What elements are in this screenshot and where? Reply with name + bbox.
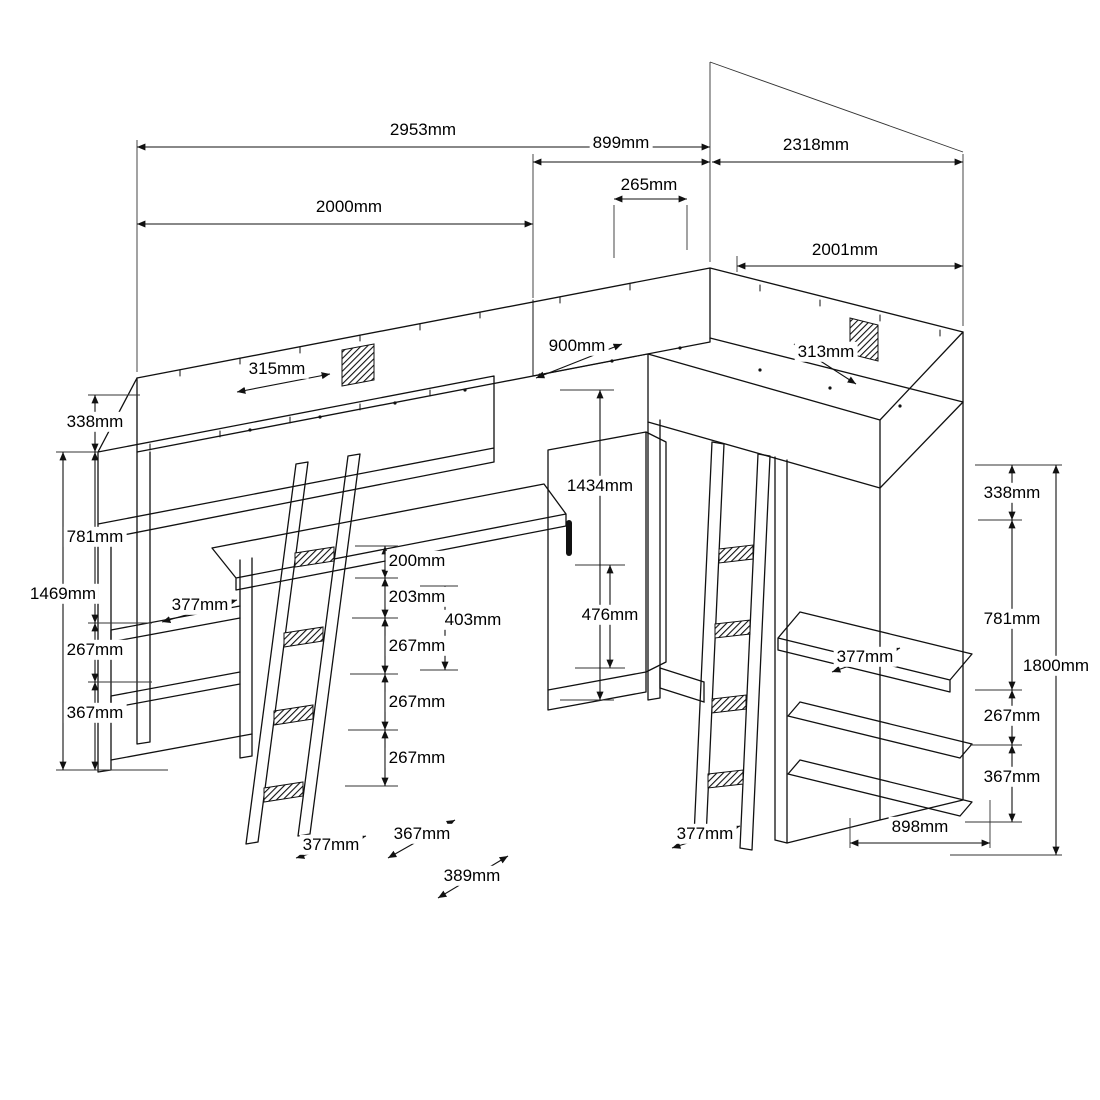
dim-label-right-267: 267mm [980,705,1044,727]
dim-label-left-367: 367mm [63,702,127,724]
dim-label-right-781: 781mm [980,608,1044,630]
dim-label-top-899: 899mm [589,132,653,154]
dimension-lines [59,143,1060,899]
ladder-left [245,453,361,845]
dim-label-mid-403: 403mm [441,609,505,631]
wardrobe-handle [566,520,572,556]
dim-label-bottom-mid-377: 377mm [673,823,737,845]
dim-label-mid-267-b: 267mm [385,691,449,713]
dim-label-bed-width-900: 900mm [545,335,609,357]
dim-label-mid-267-c: 267mm [385,747,449,769]
dim-label-mid-200: 200mm [385,550,449,572]
dim-label-mid-203: 203mm [385,586,449,608]
wardrobe [547,419,705,711]
dim-label-left-bed-length: 2000mm [312,196,386,218]
dim-label-left-1469: 1469mm [26,583,100,605]
dim-label-right-bed-length: 2001mm [808,239,882,261]
dim-label-mid-1434: 1434mm [563,475,637,497]
dim-label-mid-267-a: 267mm [385,635,449,657]
dim-label-left-267: 267mm [63,639,127,661]
dim-label-bottom-left-377: 377mm [299,834,363,856]
dim-label-right-338: 338mm [980,482,1044,504]
ladder-right [693,441,771,851]
dim-label-right-367: 367mm [980,766,1044,788]
dim-label-mid-476: 476mm [578,604,642,626]
dim-label-bottom-right-898: 898mm [888,816,952,838]
extension-lines [56,61,1062,856]
dim-label-vent-left-315: 315mm [245,358,309,380]
dim-label-left-shelf-377: 377mm [168,594,232,616]
dim-label-right-desk-377: 377mm [833,646,897,668]
dim-label-bottom-367: 367mm [390,823,454,845]
dim-label-left-781: 781mm [63,526,127,548]
dim-label-top-265: 265mm [617,174,681,196]
dim-label-vent-right-313: 313mm [794,341,858,363]
dim-label-overall-width: 2953mm [386,119,460,141]
dim-label-right-1800: 1800mm [1019,655,1093,677]
dim-label-top-2318: 2318mm [779,134,853,156]
vent-grille-left [341,343,375,387]
dim-label-left-338: 338mm [63,411,127,433]
dim-label-bottom-389: 389mm [440,865,504,887]
